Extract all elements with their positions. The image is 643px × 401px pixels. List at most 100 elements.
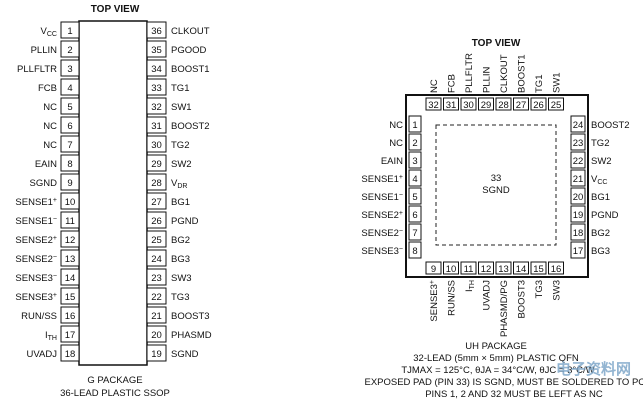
ssop-pin-label: PGND xyxy=(171,216,199,227)
ssop-pin-box xyxy=(146,230,167,248)
qfn-pin-number: 12 xyxy=(481,264,492,275)
qfn-pin-number: 29 xyxy=(481,100,492,111)
qfn-pin-number: 13 xyxy=(498,264,509,275)
qfn-pin-number: 31 xyxy=(446,100,457,111)
qfn-pin-box xyxy=(570,151,586,169)
ssop-pin-box xyxy=(60,230,80,248)
ssop-pin-label: NC xyxy=(43,121,57,132)
qfn-pin-box xyxy=(513,261,529,275)
ssop-pin-box xyxy=(60,249,80,267)
ssop-pin-number: 28 xyxy=(151,178,162,189)
ssop-pin-box xyxy=(60,135,80,153)
ssop-pin-number: 15 xyxy=(65,292,76,303)
ssop-pin-box xyxy=(60,59,80,77)
ssop-title: TOP VIEW xyxy=(91,4,140,15)
ssop-pin-number: 31 xyxy=(151,121,162,132)
qfn-pin-label: BOOST1 xyxy=(517,54,528,93)
qfn-pin-box xyxy=(570,133,586,151)
ssop-pin-number: 26 xyxy=(151,216,162,227)
qfn-pin-number: 8 xyxy=(412,246,417,257)
ssop-pin-label: SW3 xyxy=(171,273,192,284)
qfn-pin-number: 19 xyxy=(573,210,584,221)
qfn-pin-label: UVADJ xyxy=(482,280,493,311)
qfn-pin-number: 15 xyxy=(533,264,544,275)
ssop-pin-label: TG2 xyxy=(171,140,189,151)
qfn-pin-box xyxy=(408,115,422,133)
qfn-pin-box xyxy=(408,205,422,223)
ssop-pin-number: 4 xyxy=(67,83,72,94)
ssop-pin-box xyxy=(60,211,80,229)
qfn-pin-box xyxy=(478,97,494,111)
qfn-pin-box xyxy=(548,261,564,275)
qfn-pin-label: PHASMD/PG xyxy=(499,280,510,337)
qfn-pin-box xyxy=(408,187,422,205)
qfn-pin-label: NC xyxy=(389,120,403,131)
ssop-pin-label: VCC xyxy=(41,26,57,38)
qfn-pin-number: 3 xyxy=(412,156,417,167)
qfn-pin-label: TG2 xyxy=(591,138,609,149)
ssop-pin-box xyxy=(60,306,80,324)
qfn-pin-label: SENSE1− xyxy=(361,192,403,203)
ssop-pin-box xyxy=(60,154,80,172)
ssop-pin-label: SGND xyxy=(171,349,199,360)
qfn-pin-label: EAIN xyxy=(381,156,403,167)
qfn-package: TOP VIEW 33 SGND 1NC2NC3EAIN4SENSE1+5SEN… xyxy=(361,38,643,400)
ssop-pin-label: PHASMD xyxy=(171,330,212,341)
qfn-pin-number: 18 xyxy=(573,228,584,239)
qfn-pin-label: TG1 xyxy=(534,75,545,93)
ssop-pin-number: 17 xyxy=(65,330,76,341)
qfn-pin-number: 24 xyxy=(573,120,584,131)
ssop-pin-label: SENSE1+ xyxy=(15,197,57,208)
ssop-pin-label: UVADJ xyxy=(27,349,58,360)
qfn-caption-lead: 32-LEAD (5mm × 5mm) PLASTIC QFN xyxy=(413,353,579,364)
qfn-pin-label: PGND xyxy=(591,210,619,221)
ssop-pin-label: PLLFLTR xyxy=(17,64,57,75)
qfn-pin-label: SW3 xyxy=(552,280,563,301)
ssop-pin-label: NC xyxy=(43,140,57,151)
ssop-pin-number: 3 xyxy=(67,64,72,75)
qfn-pin-box xyxy=(408,241,422,259)
ssop-pin-label: BOOST3 xyxy=(171,311,210,322)
qfn-pin-label: SENSE2+ xyxy=(361,210,403,221)
qfn-pad-number: 33 xyxy=(491,173,502,184)
ssop-caption-lead: 36-LEAD PLASTIC SSOP xyxy=(60,388,170,399)
qfn-caption-package: UH PACKAGE xyxy=(465,341,527,352)
ssop-pin-label: SW2 xyxy=(171,159,192,170)
ssop-pin-number: 30 xyxy=(151,140,162,151)
ssop-pin-number: 27 xyxy=(151,197,162,208)
qfn-pin-label: SENSE3− xyxy=(361,246,403,257)
ssop-pin-label: BG1 xyxy=(171,197,190,208)
ssop-pin-number: 29 xyxy=(151,159,162,170)
ssop-pin-box xyxy=(146,154,167,172)
ssop-pin-number: 34 xyxy=(151,64,162,75)
qfn-pin-number: 30 xyxy=(463,100,474,111)
qfn-pin-label: NC xyxy=(429,79,440,93)
qfn-pin-label: BG1 xyxy=(591,192,610,203)
qfn-pin-box xyxy=(408,133,422,151)
ssop-pin-number: 19 xyxy=(151,349,162,360)
qfn-pin-number: 1 xyxy=(412,120,417,131)
qfn-pin-label: BG3 xyxy=(591,246,610,257)
ssop-pin-label: SENSE3+ xyxy=(15,292,57,303)
ssop-pin-number: 32 xyxy=(151,102,162,113)
qfn-pin-box xyxy=(425,97,442,111)
qfn-pin-label: TG3 xyxy=(534,280,545,298)
ssop-pin-label: PGOOD xyxy=(171,45,207,56)
qfn-pin-number: 17 xyxy=(573,246,584,257)
ssop-pin-box xyxy=(146,211,167,229)
ssop-pin-number: 8 xyxy=(67,159,72,170)
qfn-pin-box xyxy=(570,241,586,259)
qfn-pin-number: 23 xyxy=(573,138,584,149)
ssop-pin-number: 13 xyxy=(65,254,76,265)
ssop-pin-box xyxy=(146,78,167,96)
qfn-pin-label: BG2 xyxy=(591,228,610,239)
qfn-pin-box xyxy=(513,97,529,111)
ssop-pin-number: 21 xyxy=(151,311,162,322)
qfn-pin-box xyxy=(570,115,586,133)
ssop-pin-box xyxy=(60,173,80,191)
ssop-pin-box xyxy=(60,325,80,343)
ssop-pin-box xyxy=(60,78,80,96)
ssop-pin-box xyxy=(60,287,80,305)
qfn-pin-label: BOOST2 xyxy=(591,120,630,131)
qfn-pad-name: SGND xyxy=(482,185,510,196)
